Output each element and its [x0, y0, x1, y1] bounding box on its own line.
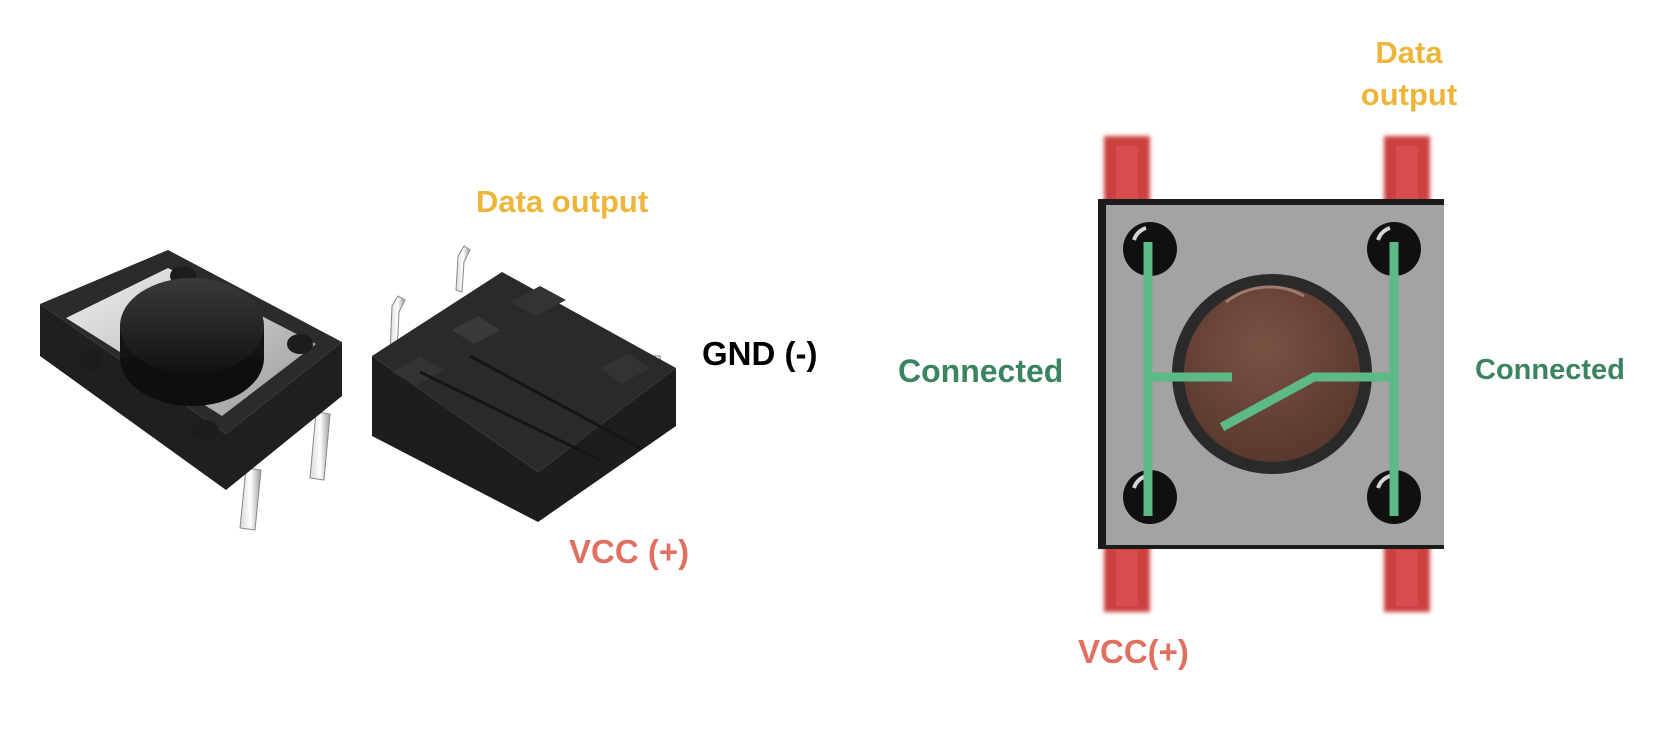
schematic-hole-glint — [1132, 226, 1147, 241]
switch-front-dimple — [287, 334, 313, 354]
switch-front-dimple — [77, 350, 103, 370]
switch-back-detail — [600, 354, 650, 384]
switch-back-detail — [419, 370, 601, 462]
schematic-vcc-label: VCC(+) — [1078, 633, 1189, 670]
schematic-hole-glint — [1376, 226, 1391, 241]
schematic-wire-switch-lever — [1219, 373, 1317, 431]
switch-back-detail — [392, 356, 444, 386]
schematic-data-output-label: Data output — [1360, 35, 1458, 112]
switch-schematic — [1098, 136, 1444, 612]
switch-front-body — [40, 304, 342, 490]
schematic-connected-right-label: Connected — [1475, 354, 1625, 386]
schematic-pin-highlight — [1116, 550, 1138, 606]
switch-front-cap-top — [120, 278, 264, 374]
left-data-output-label: Data output — [476, 184, 649, 219]
switch-front-dimple — [192, 420, 218, 440]
schematic-button — [1184, 286, 1360, 462]
switch-front-leg — [309, 411, 331, 481]
schematic-wiring — [1143, 242, 1399, 516]
schematic-pin-highlight — [1396, 146, 1418, 202]
schematic-button-glint — [1225, 285, 1305, 304]
switch-front — [40, 250, 342, 531]
schematic-pin-highlight — [1116, 146, 1138, 202]
schematic-connected-left-label: Connected — [898, 353, 1064, 389]
schematic-pin-highlight — [1396, 550, 1418, 606]
left-gnd-label: GND (-) — [702, 335, 818, 372]
switch-photos — [40, 245, 676, 531]
switch-back-detail — [510, 286, 566, 316]
switch-back-detail — [452, 316, 500, 344]
switch-back — [372, 245, 676, 522]
switch-back-top — [372, 272, 676, 472]
schematic-hole-glint — [1376, 474, 1391, 489]
switch-back-detail — [469, 354, 641, 450]
switch-front-leg — [239, 467, 262, 531]
switch-back-body — [372, 356, 676, 522]
switch-back-pin — [455, 245, 471, 293]
left-vcc-label: VCC (+) — [569, 533, 690, 570]
